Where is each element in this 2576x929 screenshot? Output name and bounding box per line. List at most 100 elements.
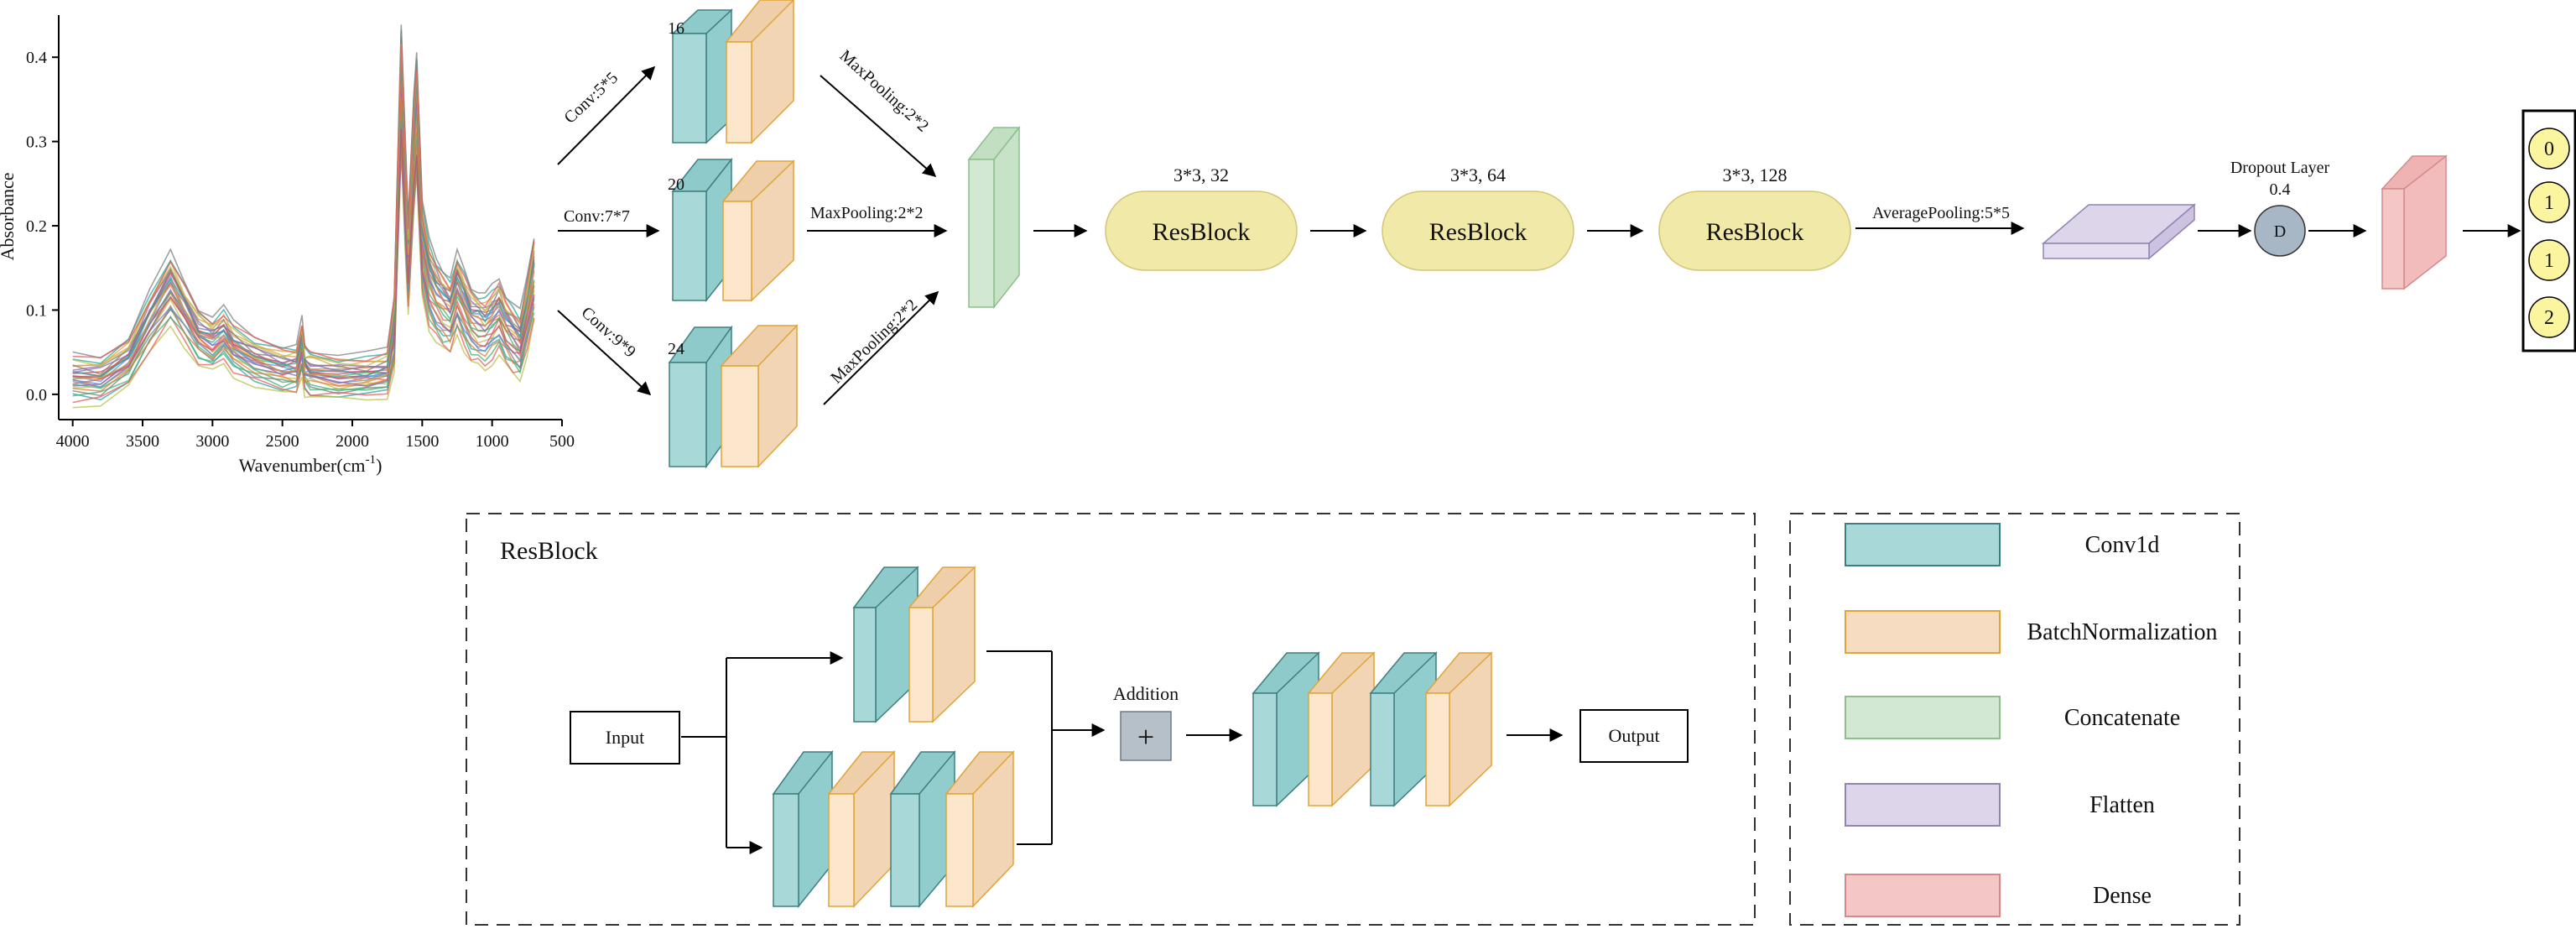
legend-label: Flatten bbox=[2089, 792, 2155, 818]
pooling-arrows: MaxPooling:2*2 MaxPooling:2*2 MaxPooling… bbox=[807, 46, 948, 405]
x-tick-label: 2000 bbox=[336, 432, 369, 451]
branch-conv9-blocks: 24 bbox=[668, 324, 799, 469]
output-layer: 0 1 1 2 bbox=[2521, 109, 2576, 352]
legend-label: Dense bbox=[2093, 883, 2152, 909]
spectrum-series bbox=[72, 24, 535, 409]
skip-conv-bn bbox=[852, 566, 976, 723]
x-tick-label: 1000 bbox=[476, 432, 509, 451]
main-conv-bn-2 bbox=[889, 749, 1015, 909]
y-tick-label: 0.3 bbox=[26, 133, 47, 152]
legend-swatch bbox=[1845, 783, 2001, 827]
dropout-rate: 0.4 bbox=[2270, 180, 2291, 199]
output-node-label: 2 bbox=[2544, 307, 2554, 329]
resblock-3-pill bbox=[1658, 190, 1851, 271]
arrow-conv5 bbox=[557, 65, 656, 165]
pool-top-label: MaxPooling:2*2 bbox=[836, 46, 933, 135]
main-conv-bn-1 bbox=[772, 749, 896, 909]
resblock-3: 3*3, 128 ResBlock bbox=[1658, 164, 1851, 271]
resblock-1: 3*3, 32 ResBlock bbox=[1105, 164, 1298, 271]
dropout-node bbox=[2254, 205, 2306, 257]
arrow-conv9 bbox=[557, 310, 652, 396]
resblock-3-label: ResBlock bbox=[1706, 218, 1804, 246]
conv9-label: Conv:9*9 bbox=[578, 303, 639, 361]
branch-channels-16: 16 bbox=[668, 19, 684, 38]
dense-block bbox=[2381, 154, 2448, 290]
branch-conv7-blocks: 20 bbox=[668, 157, 795, 303]
legend-swatch bbox=[1845, 696, 2001, 739]
legend-label: Conv1d bbox=[2085, 532, 2160, 558]
spectrum-line bbox=[72, 24, 535, 359]
legend-border bbox=[1789, 513, 2240, 926]
y-tick-label: 0.2 bbox=[26, 217, 47, 236]
output-node-label: 0 bbox=[2544, 138, 2554, 160]
output-node bbox=[2528, 128, 2570, 170]
addition-node bbox=[1120, 711, 1172, 761]
legend-label: BatchNormalization bbox=[2027, 619, 2217, 645]
branch-arrows: Conv:5*5 Conv:7*7 Conv:9*9 bbox=[557, 65, 660, 396]
resblock-detail-panel: ResBlock Input bbox=[466, 513, 1756, 926]
resblock-1-label: ResBlock bbox=[1153, 218, 1251, 246]
resblock-2-label: ResBlock bbox=[1429, 218, 1527, 246]
post-conv-bn-1 bbox=[1252, 651, 1376, 807]
resblock-2-params: 3*3, 64 bbox=[1450, 164, 1506, 185]
bn-block bbox=[722, 201, 752, 301]
y-tick-label: 0.4 bbox=[26, 49, 47, 67]
arrow-pool-bot bbox=[823, 290, 939, 405]
conv-block bbox=[672, 33, 707, 144]
input-box bbox=[570, 711, 680, 765]
spectrum-line bbox=[72, 128, 535, 389]
output-node bbox=[2528, 239, 2570, 281]
legend-swatch bbox=[1845, 523, 2001, 566]
avgpool-label: AveragePooling:5*5 bbox=[1872, 204, 2010, 222]
output-node-label: 1 bbox=[2544, 250, 2554, 272]
x-tick-label: 500 bbox=[549, 432, 575, 451]
flatten-block bbox=[2041, 203, 2197, 260]
branch-conv5-blocks: 16 bbox=[668, 0, 794, 144]
legend-swatch bbox=[1845, 874, 2001, 917]
output-nodes: 0 1 1 2 bbox=[2528, 128, 2570, 338]
x-tick-label: 3500 bbox=[126, 432, 159, 451]
spectrum-line bbox=[72, 44, 535, 368]
output-node bbox=[2528, 296, 2570, 338]
conv5-label: Conv:5*5 bbox=[560, 69, 622, 128]
bn-block bbox=[726, 41, 752, 144]
y-axis-label: Absorbance bbox=[0, 172, 18, 260]
branch-channels-20: 20 bbox=[668, 175, 684, 194]
legend-label: Concatenate bbox=[2064, 705, 2180, 731]
output-label: Output bbox=[1608, 725, 1659, 746]
y-tick-label: 0.1 bbox=[26, 301, 47, 320]
spectrum-line bbox=[72, 44, 535, 363]
concatenate-block bbox=[967, 125, 1021, 310]
x-tick-label: 2500 bbox=[266, 432, 299, 451]
x-tick-label: 3000 bbox=[195, 432, 229, 451]
bn-block bbox=[721, 365, 759, 467]
dropout-layer: Dropout Layer 0.4 D bbox=[2230, 159, 2330, 257]
output-node bbox=[2528, 181, 2570, 223]
input-label: Input bbox=[606, 727, 644, 748]
legend-panel: Conv1dBatchNormalizationConcatenateFlatt… bbox=[1789, 513, 2240, 926]
conv-block bbox=[669, 362, 707, 467]
addition-label: Addition bbox=[1113, 683, 1179, 704]
dropout-symbol: D bbox=[2274, 222, 2286, 241]
conv-block bbox=[672, 190, 707, 301]
x-ticks: 4000 3500 3000 2500 2000 1500 1000 500 bbox=[56, 420, 575, 451]
plus-icon: + bbox=[1137, 720, 1154, 754]
spectrum-line bbox=[72, 128, 535, 379]
output-node-label: 1 bbox=[2544, 192, 2554, 214]
branch-channels-24: 24 bbox=[668, 340, 684, 358]
resblock-2-pill bbox=[1382, 190, 1574, 271]
legend-items: Conv1dBatchNormalizationConcatenateFlatt… bbox=[1845, 523, 2218, 917]
x-tick-label: 1500 bbox=[405, 432, 439, 451]
arrow-pool-top bbox=[820, 75, 937, 178]
legend-swatch bbox=[1845, 610, 2001, 654]
resblock-panel-title: ResBlock bbox=[500, 537, 598, 565]
x-tick-label: 4000 bbox=[56, 432, 90, 451]
resblock-panel-border bbox=[466, 513, 1756, 926]
dropout-title: Dropout Layer bbox=[2230, 159, 2330, 177]
resblock-1-pill bbox=[1105, 190, 1298, 271]
post-conv-bn-2 bbox=[1369, 651, 1493, 807]
pool-bot-label: MaxPooling:2*2 bbox=[827, 295, 921, 387]
resblock-3-params: 3*3, 128 bbox=[1723, 164, 1788, 185]
output-box bbox=[1579, 709, 1689, 763]
conv7-label: Conv:7*7 bbox=[564, 207, 630, 226]
